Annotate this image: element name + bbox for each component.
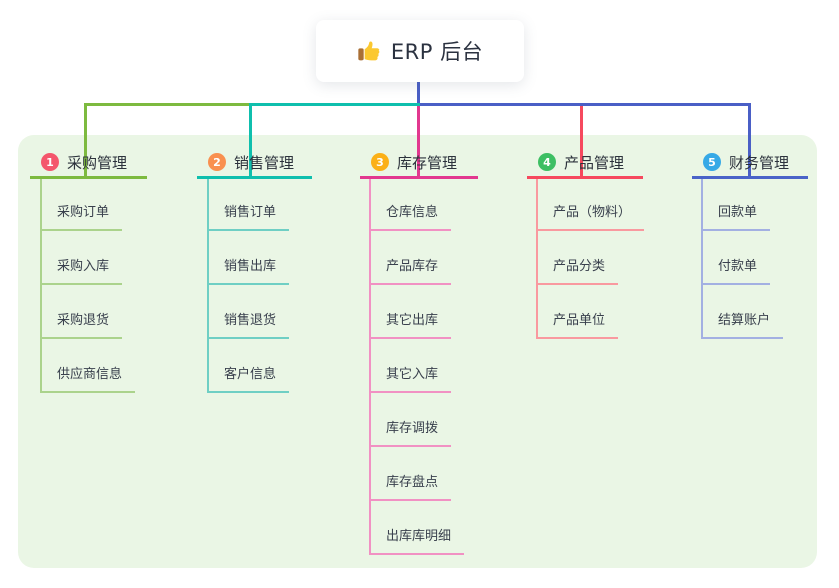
root-node-erp-backend[interactable]: ERP 后台: [316, 20, 524, 82]
node-settlement-account[interactable]: 结算账户: [701, 309, 784, 339]
root-node-label: ERP 后台: [390, 40, 484, 64]
node-outbound-detail[interactable]: 出库库明细: [369, 525, 465, 555]
branch-title: 采购管理: [67, 153, 128, 172]
connector-bus-center: [250, 103, 420, 106]
node-purchase-return[interactable]: 采购退货: [40, 309, 123, 339]
node-sales-order[interactable]: 销售订单: [207, 201, 290, 231]
branch-badge-4: 4: [538, 153, 556, 171]
branch-header-inventory[interactable]: 3 库存管理: [360, 148, 478, 179]
connector-bus-left: [84, 103, 250, 106]
branch-spine: [369, 179, 371, 555]
node-product-stock[interactable]: 产品库存: [369, 255, 452, 285]
connector-drop-branch-5: [748, 103, 751, 176]
node-other-inbound[interactable]: 其它入库: [369, 363, 452, 393]
node-sales-return[interactable]: 销售退货: [207, 309, 290, 339]
connector-bus-right: [420, 103, 751, 106]
node-purchase-inbound[interactable]: 采购入库: [40, 255, 123, 285]
branch-spine: [40, 179, 42, 393]
mindmap-board-background: [18, 135, 817, 568]
branch-spine: [701, 179, 703, 339]
node-product-category[interactable]: 产品分类: [536, 255, 619, 285]
branch-badge-5: 5: [703, 153, 721, 171]
node-supplier-info[interactable]: 供应商信息: [40, 363, 136, 393]
branch-title: 产品管理: [564, 153, 625, 172]
node-product-material[interactable]: 产品（物料）: [536, 201, 645, 231]
branch-spine: [536, 179, 538, 339]
branch-badge-3: 3: [371, 153, 389, 171]
branch-spine: [207, 179, 209, 393]
node-product-unit[interactable]: 产品单位: [536, 309, 619, 339]
branch-header-purchase[interactable]: 1 采购管理: [30, 148, 147, 179]
connector-drop-branch-4: [580, 106, 583, 176]
node-stock-transfer[interactable]: 库存调拨: [369, 417, 452, 447]
connector-drop-branch-2: [249, 103, 252, 176]
branch-header-product[interactable]: 4 产品管理: [527, 148, 643, 179]
node-warehouse-info[interactable]: 仓库信息: [369, 201, 452, 231]
connector-drop-branch-3: [417, 106, 420, 176]
node-purchase-order[interactable]: 采购订单: [40, 201, 123, 231]
node-receipt-bill[interactable]: 回款单: [701, 201, 771, 231]
branch-header-sales[interactable]: 2 销售管理: [197, 148, 312, 179]
connector-drop-branch-1: [84, 103, 87, 176]
node-customer-info[interactable]: 客户信息: [207, 363, 290, 393]
branch-title: 销售管理: [234, 153, 295, 172]
node-sales-outbound[interactable]: 销售出库: [207, 255, 290, 285]
branch-badge-1: 1: [41, 153, 59, 171]
branch-title: 库存管理: [397, 153, 458, 172]
branch-badge-2: 2: [208, 153, 226, 171]
thumbs-up-icon: [358, 41, 380, 61]
branch-title: 财务管理: [729, 153, 790, 172]
branch-header-finance[interactable]: 5 财务管理: [692, 148, 808, 179]
node-payment-bill[interactable]: 付款单: [701, 255, 771, 285]
node-other-outbound[interactable]: 其它出库: [369, 309, 452, 339]
node-stock-count[interactable]: 库存盘点: [369, 471, 452, 501]
connector-root-drop: [417, 82, 420, 104]
